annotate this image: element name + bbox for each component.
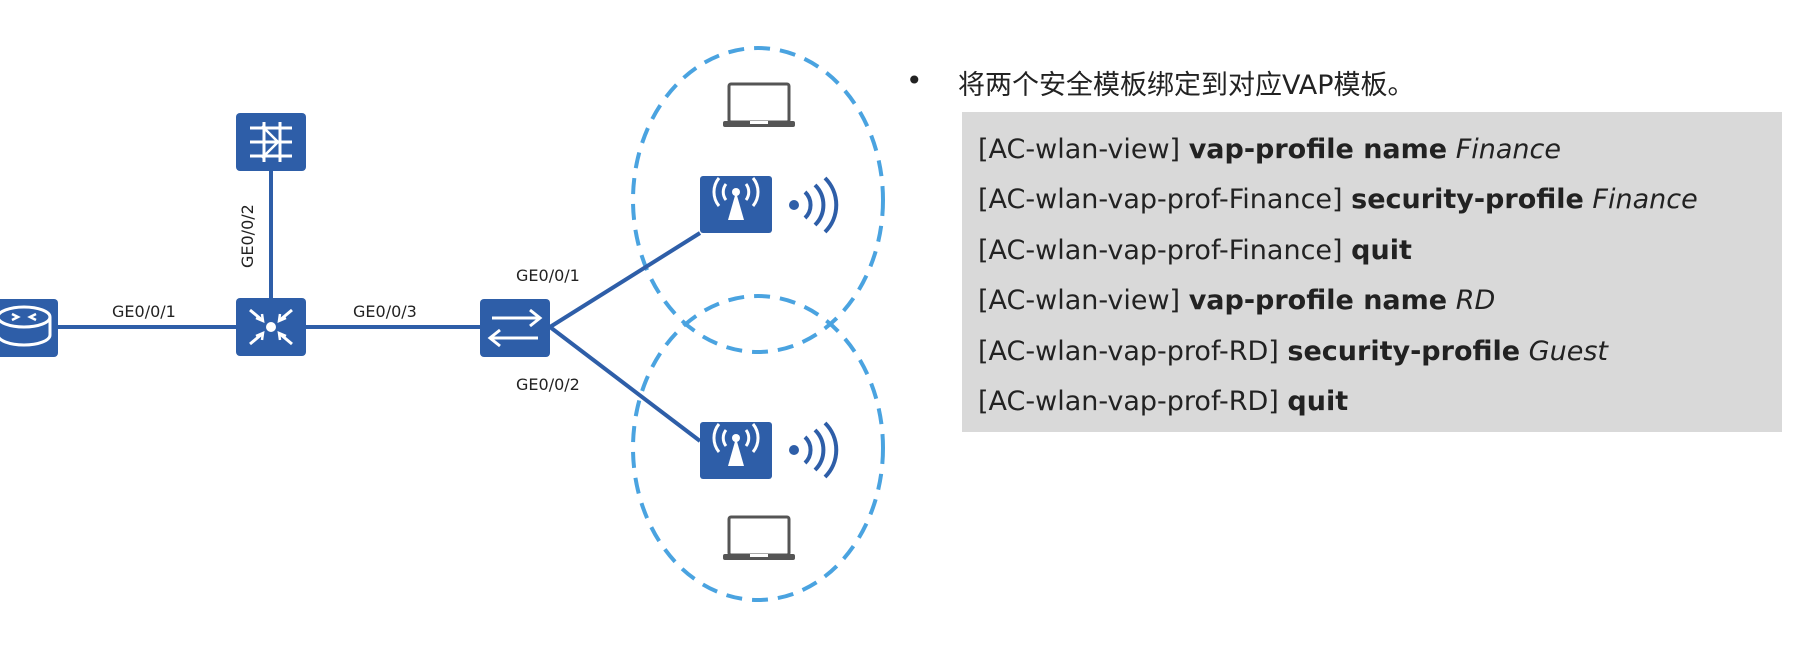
port-label-core-up: GE0/0/2 [238,204,257,268]
code-line: [AC-wlan-vap-prof-RD] security-profile G… [978,327,1782,377]
instruction-text: 将两个安全模板绑定到对应VAP模板。 [958,70,1415,101]
port-label-router-core: GE0/0/1 [112,302,176,321]
code-line: [AC-wlan-view] vap-profile name RD [978,276,1782,326]
code-line: [AC-wlan-view] vap-profile name Finance [978,125,1782,175]
firewall-icon [236,113,306,171]
network-topology-diagram: GE0/0/1 GE0/0/2 GE0/0/3 GE0/0/1 GE0/0/2 [0,46,885,602]
cli-command: vap-profile name [1188,134,1448,165]
cli-prompt: [AC-wlan-view] [978,285,1181,317]
laptop-icon [723,515,795,560]
wifi-signal-icon [789,421,839,479]
cli-prompt: [AC-wlan-vap-prof-RD] [978,385,1279,417]
code-block: [AC-wlan-view] vap-profile name Finance … [962,112,1782,432]
port-label-switch-ap1: GE0/0/1 [516,266,580,285]
ap1-coverage-area [631,46,885,354]
ap2-coverage-area [631,294,885,602]
cli-prompt: [AC-wlan-vap-prof-Finance] [978,234,1343,266]
network-links [55,170,702,443]
bullet-marker: • [906,64,923,97]
link-switch-ap1 [548,231,702,329]
code-line: [AC-wlan-vap-prof-Finance] security-prof… [978,175,1782,225]
port-label-switch-ap2: GE0/0/2 [516,375,580,394]
cli-command: security-profile [1287,335,1521,367]
cli-prompt: [AC-wlan-vap-prof-Finance] [978,184,1343,216]
cli-argument: Finance [1592,184,1698,216]
access-point-icon [700,422,772,479]
cli-command: security-profile [1351,184,1584,216]
cli-command: quit [1287,385,1349,417]
cli-prompt: [AC-wlan-view] [978,134,1181,165]
cli-command: vap-profile name [1188,285,1448,317]
link-switch-ap2 [548,325,702,443]
wifi-signal-icon [789,176,839,234]
router-icon [0,299,58,357]
cli-prompt: [AC-wlan-vap-prof-RD] [978,335,1279,367]
access-point-icon [700,176,772,233]
cli-command: quit [1351,234,1412,266]
cli-argument: Guest [1528,335,1608,367]
port-label-core-switch: GE0/0/3 [353,302,417,321]
code-line: [AC-wlan-vap-prof-Finance] quit [978,226,1782,276]
code-line: [AC-wlan-vap-prof-RD] quit [978,377,1782,427]
core-switch-icon [236,298,306,356]
cli-argument: RD [1455,285,1496,317]
switch-icon [480,299,550,357]
cli-argument: Finance [1455,134,1561,165]
laptop-icon [723,82,795,127]
